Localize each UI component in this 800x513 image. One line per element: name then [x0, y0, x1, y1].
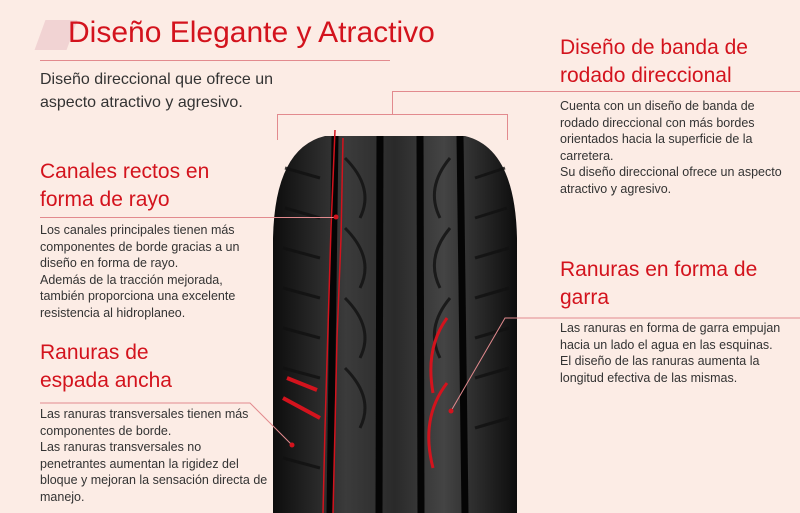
leader-canales: [40, 217, 336, 218]
page-subtitle: Diseño direccional que ofrece un aspecto…: [40, 71, 274, 111]
feature-text: Las ranuras transversales tienen más com…: [40, 407, 268, 504]
feature-title: Canales rectos en forma de rayo: [40, 160, 210, 211]
feature-title: Ranuras de espada ancha: [40, 341, 172, 392]
feature-title: Ranuras en forma de garra: [560, 258, 758, 309]
leader-band-right: [507, 114, 508, 140]
feature-straight-channels: Canales rectos en forma de rayo Los cana…: [40, 158, 270, 321]
page-title: Diseño Elegante y Atractivo: [68, 16, 435, 49]
leader-band-horizontal: [392, 91, 800, 92]
title-divider: [40, 60, 390, 61]
feature-text: Cuenta con un diseño de banda de rodado …: [560, 99, 782, 196]
leader-band-top: [277, 114, 507, 115]
feature-claw-grooves: Ranuras en forma de garra Las ranuras en…: [560, 256, 785, 386]
feature-title: Diseño de banda de rodado direccional: [560, 36, 748, 87]
leader-band-left: [277, 114, 278, 140]
feature-text: Las ranuras en forma de garra empujan ha…: [560, 321, 781, 385]
feature-text: Los canales principales tienen más compo…: [40, 223, 240, 320]
leader-band-stem: [392, 91, 393, 114]
feature-wide-sword-grooves: Ranuras de espada ancha Las ranuras tran…: [40, 339, 270, 505]
tire-image: [273, 129, 517, 513]
feature-band-design: Diseño de banda de rodado direccional Cu…: [560, 34, 795, 197]
